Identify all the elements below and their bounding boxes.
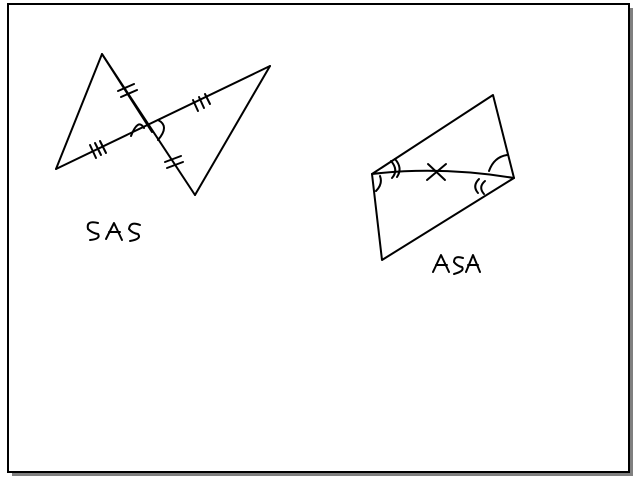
asa-right-angle-top bbox=[488, 154, 508, 172]
asa-label-drawing bbox=[432, 254, 481, 275]
asa-label-s bbox=[453, 256, 464, 275]
sas-double-tick-1a bbox=[117, 83, 135, 92]
asa-label-a1 bbox=[432, 254, 450, 273]
sas-label-s1 bbox=[86, 221, 100, 241]
sas-cross-segment bbox=[101, 53, 196, 196]
sas-double-tick-1b bbox=[120, 89, 138, 98]
sas-label-a bbox=[105, 222, 123, 241]
asa-right-angle-bottom-1 bbox=[474, 178, 480, 194]
asa-figure bbox=[371, 94, 515, 261]
asa-lower-triangle bbox=[371, 173, 515, 261]
asa-label-a2 bbox=[465, 254, 481, 273]
sas-triple-tick-1c bbox=[99, 140, 107, 154]
asa-shared-side bbox=[371, 169, 515, 179]
asa-left-angle-bottom bbox=[375, 175, 382, 192]
asa-left-angle-top-1 bbox=[390, 160, 397, 179]
frame-border bbox=[7, 3, 630, 473]
sas-triple-tick-2a bbox=[192, 99, 199, 112]
sas-transversal bbox=[55, 65, 271, 170]
asa-right-angle-bottom-2 bbox=[480, 180, 486, 195]
sas-figure bbox=[55, 53, 271, 196]
sas-angle-arc-right bbox=[157, 119, 165, 141]
sas-double-tick-2b bbox=[166, 161, 184, 169]
sas-label-drawing bbox=[86, 221, 141, 242]
asa-cross-mark-b bbox=[426, 163, 447, 181]
asa-upper-triangle bbox=[371, 94, 515, 179]
sas-right-triangle bbox=[194, 65, 271, 196]
sas-triple-tick-2c bbox=[204, 93, 211, 105]
sas-triple-tick-1b bbox=[94, 142, 102, 156]
sas-angle-arc-left bbox=[130, 123, 145, 137]
sas-label-s2 bbox=[128, 222, 141, 242]
sas-triple-tick-1a bbox=[89, 144, 97, 159]
sas-triple-tick-2b bbox=[198, 96, 205, 109]
sas-double-tick-2a bbox=[164, 155, 182, 163]
asa-left-angle-top-2 bbox=[394, 158, 401, 178]
